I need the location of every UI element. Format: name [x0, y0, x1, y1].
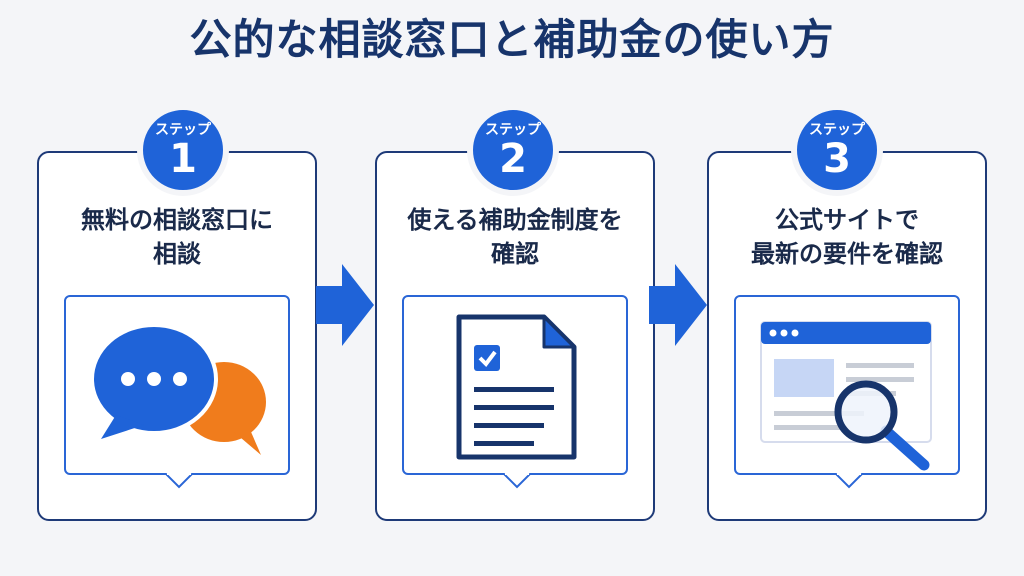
step-1-title: 無料の相談窓口に 相談 — [81, 206, 273, 268]
callout-pointer — [503, 473, 531, 489]
step-card-1: 無料の相談窓口に 相談 — [37, 151, 317, 521]
step-2-title: 使える補助金制度を 確認 — [407, 206, 623, 268]
callout-pointer — [165, 473, 193, 489]
step-3-title: 公式サイトで 最新の要件を確認 — [751, 206, 943, 268]
checklist-document-icon — [456, 314, 577, 460]
chat-bubbles-icon — [90, 323, 266, 455]
step-2-illustration — [402, 295, 628, 475]
step-card-3: 公式サイトで 最新の要件を確認 — [707, 151, 987, 521]
step-1-illustration — [64, 295, 290, 475]
step-card-2: 使える補助金制度を 確認 — [375, 151, 655, 521]
step-3-badge: ステップ 3 — [791, 104, 883, 196]
step-1-badge: ステップ 1 — [137, 104, 229, 196]
page-title: 公的な相談窓口と補助金の使い方 — [189, 15, 835, 64]
callout-pointer — [835, 473, 863, 489]
step-3-illustration — [734, 295, 960, 475]
website-search-icon — [760, 321, 932, 471]
step-2-badge: ステップ 2 — [467, 104, 559, 196]
arrow-right-icon — [649, 264, 707, 346]
arrow-right-icon — [316, 264, 374, 346]
